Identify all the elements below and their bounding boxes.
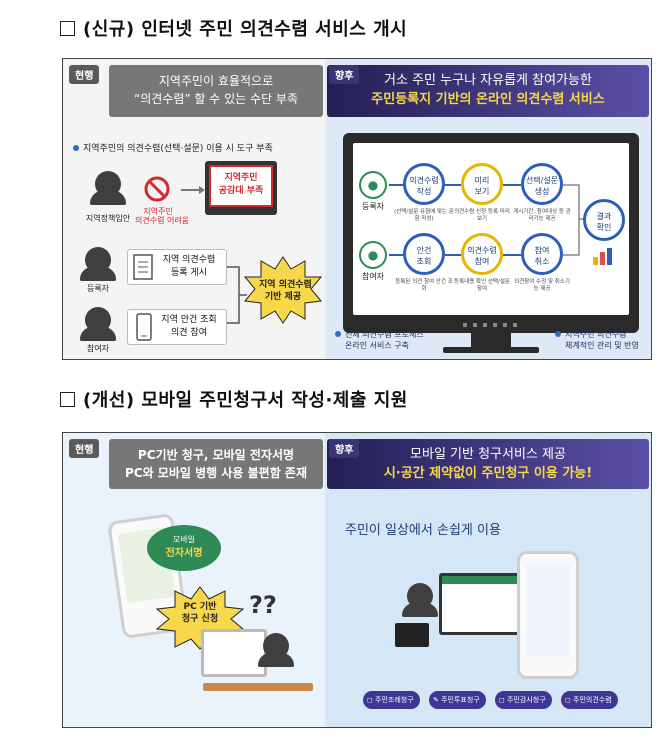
bullet-dot-icon [73,145,79,151]
monitor-base [443,347,539,353]
caption-agenda: 등록된 의견 참여 안건 조회 [395,279,453,292]
foot-left: 전체 의견수렴 프로세스 온라인 서비스 구축 [335,329,424,351]
future-banner: 모바일 기반 청구서비스 제공 시·공간 제약없이 주민청구 이용 가능! [327,439,649,489]
tag-future: 향후 [329,439,360,458]
right-caption: 주민이 일상에서 손쉽게 이용 [345,523,501,538]
bracket-connector-icon [227,266,247,324]
flow-participant-label: 참여자 [361,272,385,281]
check-dot-icon [335,331,341,337]
pill-audit-claim[interactable]: ◻ 주민감사청구 [495,691,552,709]
burst-shape-icon [243,256,323,324]
pc-monitor-icon [201,629,267,677]
pill-referendum-claim[interactable]: ✎ 주민투표청구 [429,691,486,709]
participant-label: 참여자 [86,344,110,353]
laptop-icon [395,623,429,647]
flow-registrant-label: 등록자 [361,202,385,211]
caption-write: (선택/설문 유형에 맞는 문항 작성) [394,209,454,222]
current-banner: 지역주민이 효율적으로 “의견수렴” 할 수 있는 수단 부족 [109,65,323,117]
participant-user-icon: ● [359,241,387,269]
caption-participate: 등록내용 확인 선택/설문 참여 [454,279,510,292]
participant-person-icon [80,307,116,341]
foot-right: 지역주민 의견수렴 체계적인 관리 및 반영 [555,329,639,351]
registrant-user-icon: ● [359,171,387,199]
clipboard-icon [133,254,153,280]
caption-create: 게시기간, 참여대상 등 관리기능 제공 [513,209,571,222]
monitor-stand [471,333,511,349]
section2-panel: PC기반 청구, 모바일 전자서명 PC와 모바일 병행 사용 불편함 존재 현… [62,432,652,728]
section1-panel: 지역주민이 효율적으로 “의견수렴” 할 수 있는 수단 부족 현행 거소 주민… [62,58,652,360]
current-banner: PC기반 청구, 모바일 전자서명 PC와 모바일 병행 사용 불편함 존재 [109,439,323,489]
burst-label: PC 기반 청구 신청 [181,602,219,624]
checkbox-square-icon [60,392,75,407]
right-mobile-phone [517,551,579,679]
section1-heading: (신규) 인터넷 주민 의견수렴 서비스 개시 [60,15,407,41]
tag-future: 향후 [329,65,360,84]
desktop-monitor-icon: 지역주민 공감대 부족 [205,161,277,215]
worker-person-icon [402,583,438,617]
checkbox-square-icon [60,21,75,36]
shortage-screen: 지역주민 공감대 부족 [209,165,273,207]
registrant-person-icon [80,247,116,281]
caption-preview: 의견수렴 신청 등록 미리보기 [454,209,510,222]
no-sign-icon [144,176,170,202]
pill-opinion-collection[interactable]: ◻ 주민의견수렴 [561,691,618,709]
bar-chart-icon [593,248,612,265]
caption-cancel: 의견참여 수정 및 취소기능 제공 [514,279,570,292]
pill-ordinance-claim[interactable]: ◻ 주민조례청구 [363,691,420,709]
confused-person-icon [258,633,294,667]
question-marks: ?? [249,591,277,619]
bubble-mobile-signature: 모바일 전자서명 [147,525,221,571]
tag-current: 현행 [69,439,100,458]
arrow-right-icon [181,186,205,194]
policy-maker-label: 지역정책입안 [85,214,131,223]
check-dot-icon [555,331,561,337]
section2-heading: (개선) 모바일 주민청구서 작성·제출 지원 [60,386,408,412]
tag-current: 현행 [69,65,100,84]
registrant-label: 등록자 [86,284,110,293]
policy-maker-person-icon [90,171,126,205]
no-tool-caption: 지역주민 의견수렴 어려움 [135,207,190,225]
future-banner: 거소 주민 누구나 자유롭게 참여가능한 주민등록지 기반의 온라인 의견수렴 … [327,65,649,117]
burst-label: 지역 의견수렴 기반 제공 [259,280,312,302]
phone-screen [525,564,571,656]
monitor-indicator-dots [463,323,523,327]
mobile-phone-icon [136,313,152,341]
current-bullet: 지역주민의 의견수렴(선택·설문) 이용 시 도구 부족 [73,141,273,154]
desk-icon [203,683,313,691]
